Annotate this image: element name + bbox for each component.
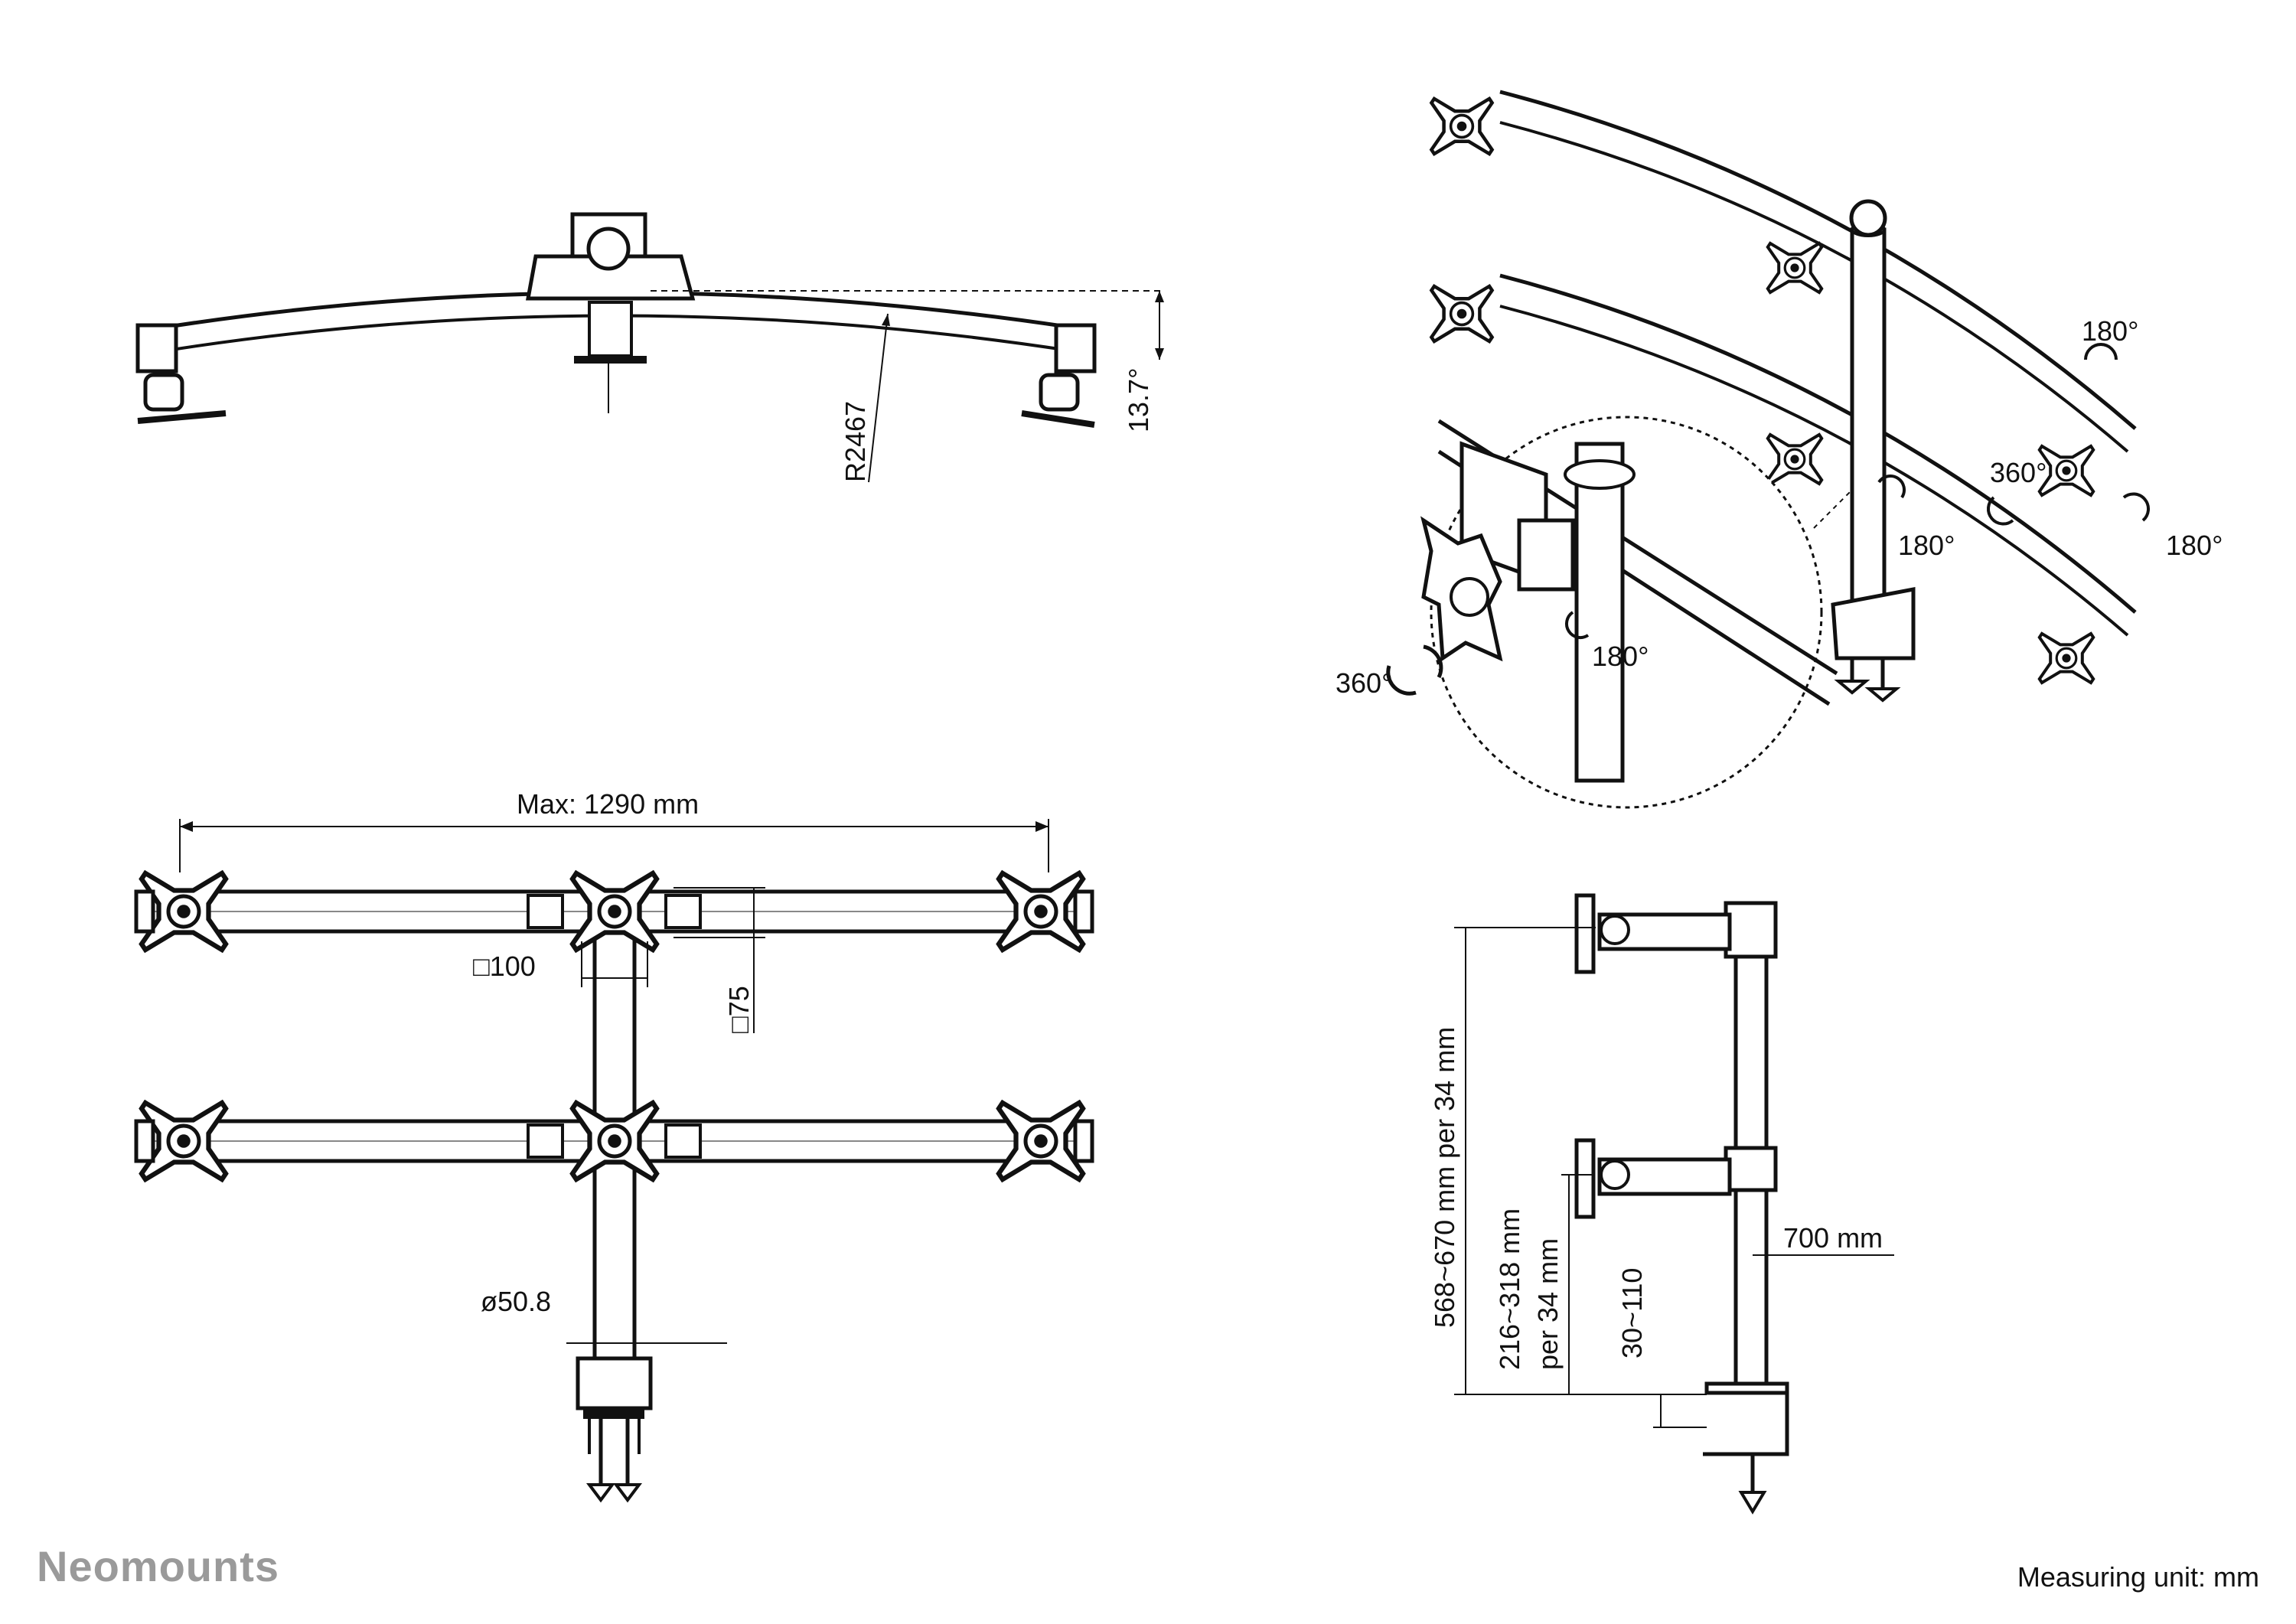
pole-height-label: 700 mm: [1783, 1222, 1883, 1254]
iso-top-cap: [1849, 199, 1887, 237]
inset-arm-detail: [1386, 419, 1838, 783]
iso-plate-top-right: [2040, 446, 2093, 495]
rotation-label-180-mid: 180°: [1898, 530, 1955, 561]
brand-logo: Neomounts: [37, 1542, 279, 1590]
center-knob: [586, 227, 631, 271]
center-mount: [588, 301, 633, 357]
side-clamp: [1704, 1381, 1789, 1395]
height-range-label: 568~670 mm per 34 mm: [1429, 1027, 1460, 1328]
front-clamp: [576, 1356, 653, 1410]
iso-plate-bottom-left: [1431, 286, 1492, 341]
angle-label: 13.7°: [1123, 368, 1154, 432]
front-view-diagram: Max: 1290 mm: [134, 788, 1094, 1503]
right-end-mount: [1054, 323, 1097, 373]
clamp-range-label: 30~110: [1616, 1268, 1648, 1358]
radius-leader: [868, 313, 889, 483]
lower-range-label-line1: 216~318 mm: [1494, 1208, 1525, 1370]
iso-plate-top-left: [1431, 99, 1492, 154]
left-end-mount: [135, 323, 178, 373]
iso-lower-arm: [1499, 273, 2137, 614]
isometric-view-diagram: 180° 360° 180° 180° 360° 180°: [1336, 90, 2223, 809]
iso-plate-top-center: [1768, 243, 1821, 292]
iso-pole: [1850, 227, 1887, 615]
iso-upper-arm: [1499, 90, 2137, 430]
max-width-label: Max: 1290 mm: [517, 788, 699, 820]
vesa-100-label: □100: [473, 951, 536, 982]
center-bracket: [526, 254, 696, 301]
iso-plate-bottom-right: [2040, 634, 2093, 683]
lower-range-label-line2: per 34 mm: [1532, 1238, 1564, 1370]
rotation-label-180-top: 180°: [2082, 315, 2138, 347]
inset-rotation-360: 360°: [1336, 667, 1392, 699]
vesa-75-label: □75: [723, 986, 755, 1033]
pole-diameter-label: ø50.8: [481, 1286, 551, 1317]
radius-label: R2467: [840, 401, 871, 482]
inset-rotation-180: 180°: [1592, 641, 1649, 672]
measuring-unit-note: Measuring unit: mm: [2017, 1561, 2259, 1593]
iso-plate-bottom-center: [1768, 435, 1821, 484]
rotation-label-180-right: 180°: [2166, 530, 2223, 561]
top-view-diagram: R2467 13.7°: [135, 212, 1164, 483]
rotation-label-360-right: 360°: [1990, 457, 2047, 488]
iso-clamp: [1831, 586, 1916, 660]
side-view-diagram: 568~670 mm per 34 mm 216~318 mm per 34 m…: [1429, 893, 1894, 1515]
